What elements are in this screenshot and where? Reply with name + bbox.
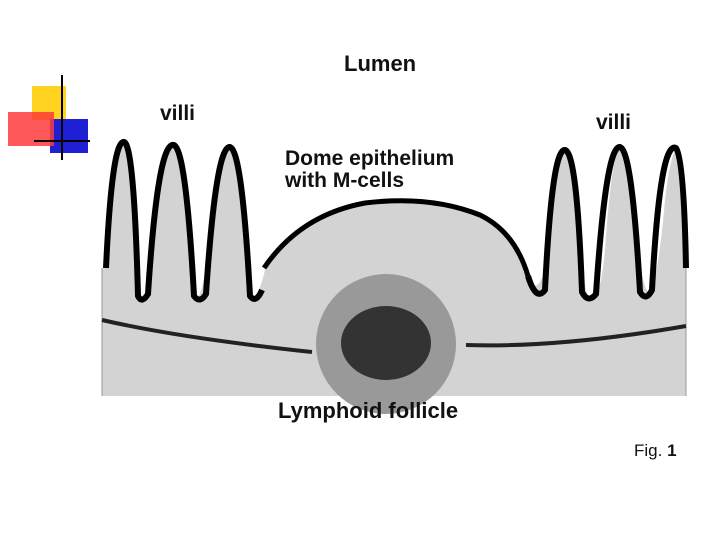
figure-caption: Fig. 1 xyxy=(634,442,677,460)
villi-left-outline xyxy=(103,139,265,303)
lymphoid-follicle-label: Lymphoid follicle xyxy=(278,398,459,423)
tissue-body xyxy=(102,141,686,396)
deco-blue-square xyxy=(50,119,88,153)
dome-label-line1: Dome epithelium xyxy=(285,147,455,170)
figure-number: 1 xyxy=(667,441,677,460)
villi-right-outline xyxy=(525,144,689,302)
dome-label-line2: with M-cells xyxy=(285,169,405,193)
lumen-label: Lumen xyxy=(344,51,417,76)
villi-left-label: villi xyxy=(160,102,196,125)
basement-membrane-right xyxy=(465,324,687,348)
slide-corner-squares-icon xyxy=(8,75,90,160)
figure-prefix: Fig. xyxy=(634,441,663,460)
dome-epithelium-label: Dome epithelium with M-cells xyxy=(285,147,455,193)
dome-outline xyxy=(261,198,531,277)
follicle-germinal-center xyxy=(341,306,431,380)
villi-right-label: villi xyxy=(596,111,632,134)
basement-membrane-left xyxy=(101,318,313,354)
